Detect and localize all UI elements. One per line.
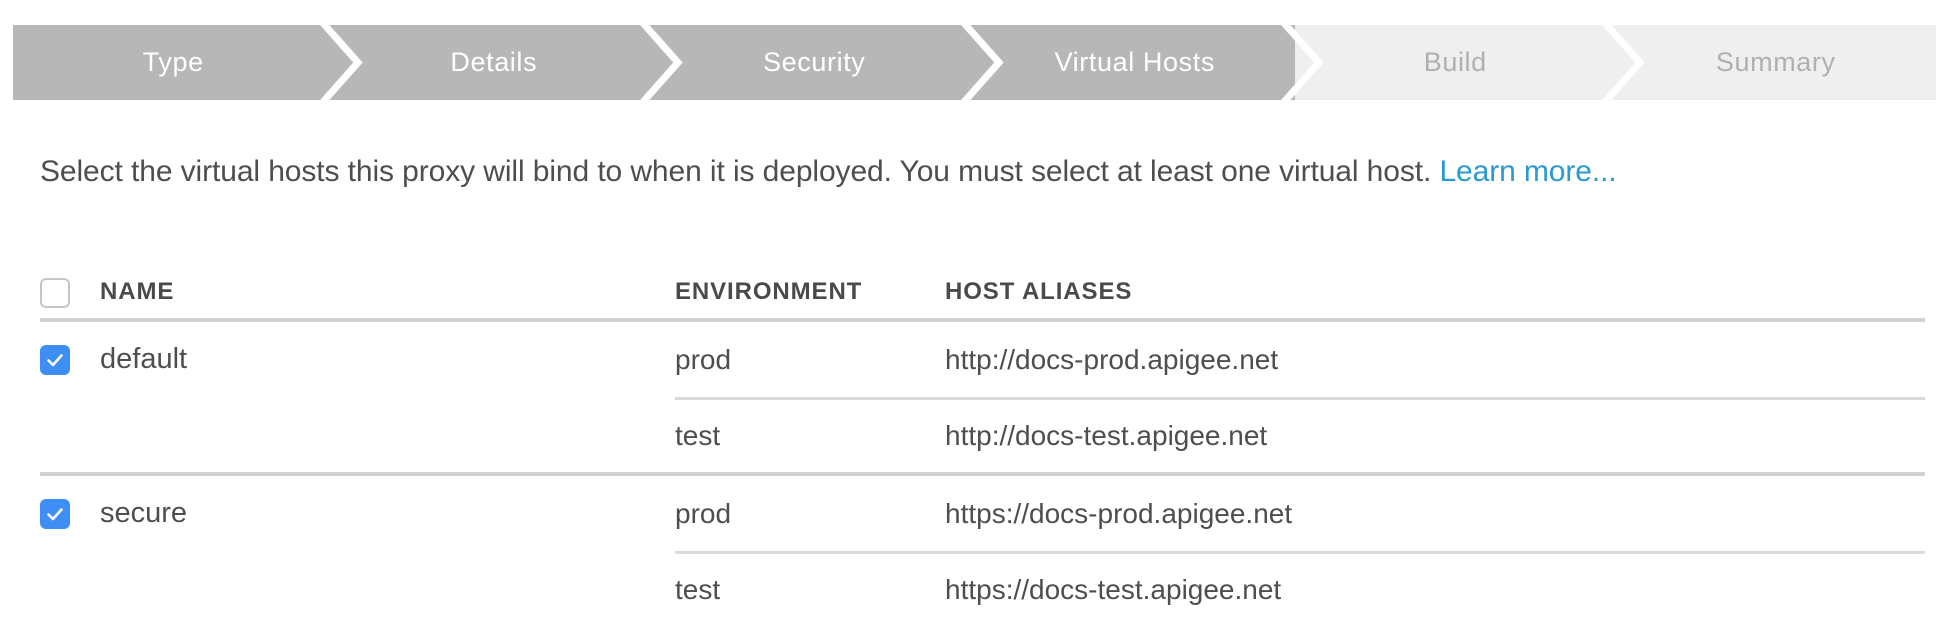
column-header-environment: ENVIRONMENT	[675, 278, 863, 305]
wizard-step-summary[interactable]: Summary	[1615, 25, 1936, 100]
host-alias-value: https://docs-prod.apigee.net	[945, 497, 1293, 529]
table-row: default prod http://docs-prod.apigee.net	[40, 322, 1925, 397]
wizard-step-security[interactable]: Security	[654, 25, 1004, 100]
environment-value: prod	[675, 343, 732, 375]
host-alias-value: http://docs-test.apigee.net	[945, 397, 1925, 472]
table-header-row: NAME ENVIRONMENT HOST ALIASES	[40, 268, 1925, 322]
wizard-step-build[interactable]: Build	[1295, 25, 1645, 100]
learn-more-link[interactable]: Learn more...	[1439, 155, 1617, 188]
table-row: test http://docs-test.apigee.net	[40, 397, 1925, 472]
environment-value: test	[675, 551, 945, 626]
select-all-checkbox[interactable]	[40, 278, 70, 308]
column-header-host-aliases: HOST ALIASES	[945, 278, 1133, 305]
wizard-step-details[interactable]: Details	[333, 25, 683, 100]
host-alias-value: https://docs-test.apigee.net	[945, 551, 1925, 626]
environment-value: prod	[675, 497, 732, 529]
virtual-hosts-table: NAME ENVIRONMENT HOST ALIASES default pr…	[40, 268, 1925, 626]
environment-value: test	[675, 397, 945, 472]
table-row-group: default prod http://docs-prod.apigee.net…	[40, 322, 1925, 472]
wizard-step-label: Summary	[1715, 47, 1836, 77]
table-row: test https://docs-test.apigee.net	[40, 551, 1925, 626]
row-checkbox[interactable]	[40, 344, 70, 375]
check-mark-icon	[47, 507, 63, 520]
virtual-host-name: secure	[100, 497, 188, 529]
select-all-cell	[40, 278, 100, 308]
column-header-name: NAME	[100, 278, 175, 305]
row-select-cell	[40, 344, 100, 375]
row-select-cell	[40, 498, 100, 529]
row-checkbox[interactable]	[40, 498, 70, 529]
wizard-step-virtual-hosts[interactable]: Virtual Hosts	[974, 25, 1324, 100]
check-mark-icon	[47, 353, 63, 366]
wizard-step-label: Virtual Hosts	[1054, 47, 1215, 77]
wizard-step-label: Build	[1423, 47, 1487, 77]
table-row: secure prod https://docs-prod.apigee.net	[40, 476, 1925, 551]
table-row-group: secure prod https://docs-prod.apigee.net…	[40, 472, 1925, 626]
host-alias-value: http://docs-prod.apigee.net	[945, 343, 1279, 375]
wizard-breadcrumb: Type Details Security Virtual Hosts Buil…	[13, 25, 1936, 100]
virtual-host-name: default	[100, 343, 188, 375]
description-text: Select the virtual hosts this proxy will…	[40, 155, 1440, 188]
page-description: Select the virtual hosts this proxy will…	[40, 155, 1617, 189]
wizard-step-type[interactable]: Type	[13, 25, 363, 100]
wizard-step-label: Details	[450, 47, 538, 77]
wizard-step-label: Security	[763, 47, 866, 77]
wizard-step-label: Type	[142, 47, 204, 77]
